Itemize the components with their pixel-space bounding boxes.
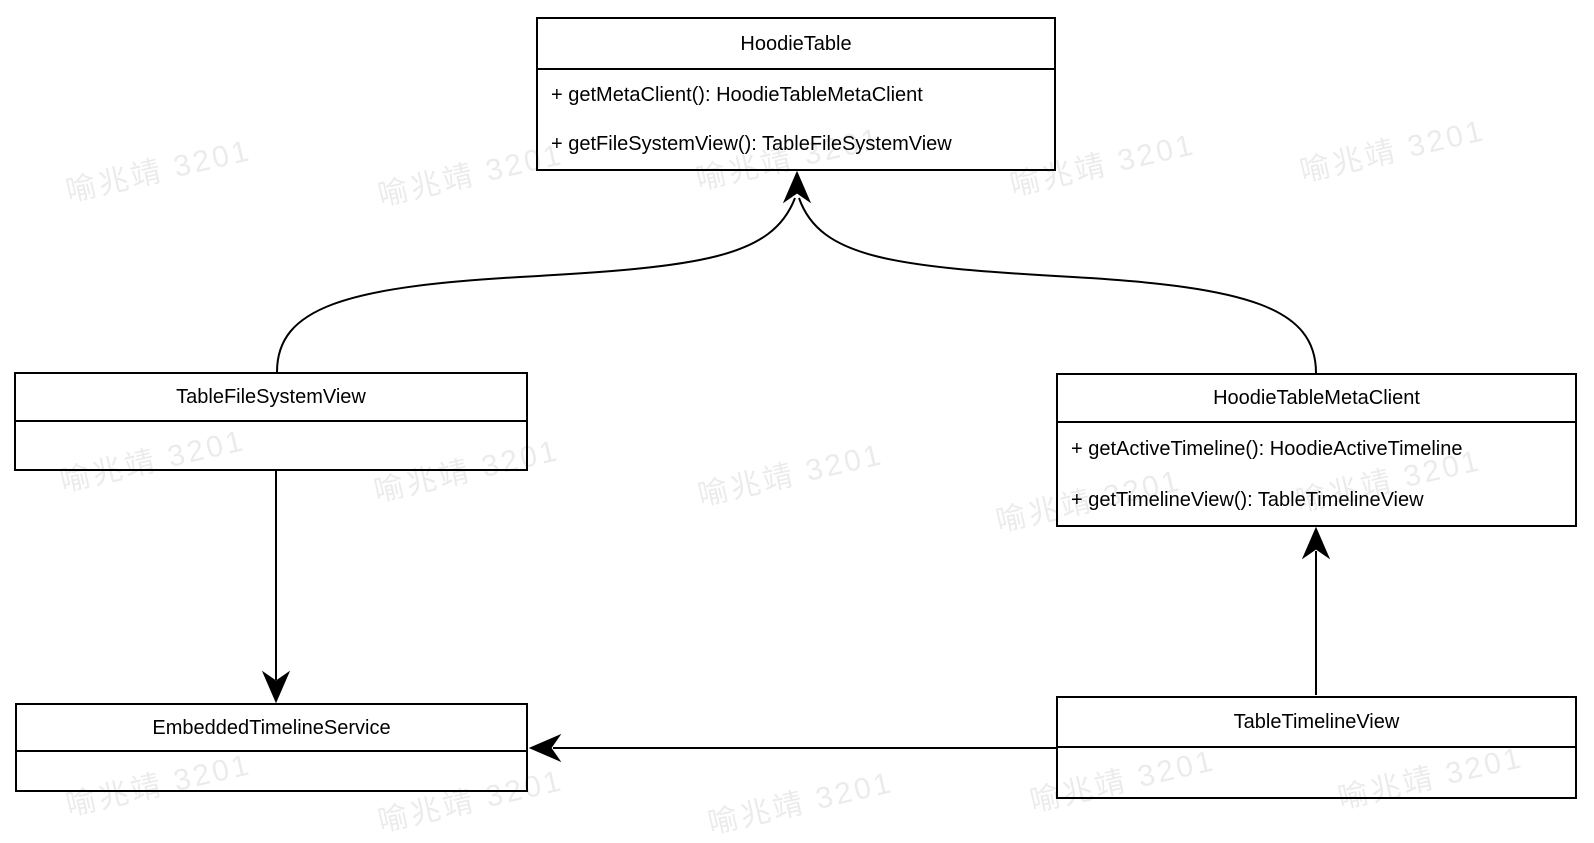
arrowhead-down-embeddedtimelineservice xyxy=(261,670,291,704)
watermark-text: 喻兆靖 3201 xyxy=(694,438,887,513)
class-title-tablefilesystemview: TableFileSystemView xyxy=(16,374,526,422)
watermark-text: 喻兆靖 3201 xyxy=(62,134,255,209)
class-box-tabletimelineview: TableTimelineView xyxy=(1056,696,1577,799)
arrowhead-up-hoodietablemetaclient xyxy=(1301,526,1331,560)
class-box-hoodietable: HoodieTable + getMetaClient(): HoodieTab… xyxy=(536,17,1056,171)
method-getmetaclient: + getMetaClient(): HoodieTableMetaClient xyxy=(551,83,923,106)
class-members-tabletimelineview xyxy=(1058,748,1575,797)
method-getfilesystemview: + getFileSystemView(): TableFileSystemVi… xyxy=(551,133,952,156)
class-members-hoodietable: + getMetaClient(): HoodieTableMetaClient… xyxy=(538,70,1054,169)
class-title-embeddedtimelineservice: EmbeddedTimelineService xyxy=(17,705,526,752)
class-title-tabletimelineview: TableTimelineView xyxy=(1058,698,1575,748)
class-title-hoodietable: HoodieTable xyxy=(538,19,1054,70)
method-getactivetimeline: + getActiveTimeline(): HoodieActiveTimel… xyxy=(1071,437,1463,460)
method-gettimelineview: + getTimelineView(): TableTimelineView xyxy=(1071,488,1424,511)
class-members-embeddedtimelineservice xyxy=(17,752,526,790)
arrowhead-up-hoodietable xyxy=(782,170,812,204)
arrowhead-left-embeddedtimelineservice xyxy=(528,733,562,763)
class-members-hoodietablemetaclient: + getActiveTimeline(): HoodieActiveTimel… xyxy=(1058,423,1575,525)
class-box-embeddedtimelineservice: EmbeddedTimelineService xyxy=(15,703,528,792)
watermark-text: 喻兆靖 3201 xyxy=(704,766,897,841)
watermark-text: 喻兆靖 3201 xyxy=(1296,114,1489,189)
edge-tablefilesystemview-to-hoodietable xyxy=(276,197,796,373)
class-members-tablefilesystemview xyxy=(16,422,526,469)
class-box-tablefilesystemview: TableFileSystemView xyxy=(14,372,528,471)
class-box-hoodietablemetaclient: HoodieTableMetaClient + getActiveTimelin… xyxy=(1056,373,1577,527)
edge-hoodietablemetaclient-to-hoodietable xyxy=(798,197,1317,374)
class-title-hoodietablemetaclient: HoodieTableMetaClient xyxy=(1058,375,1575,423)
